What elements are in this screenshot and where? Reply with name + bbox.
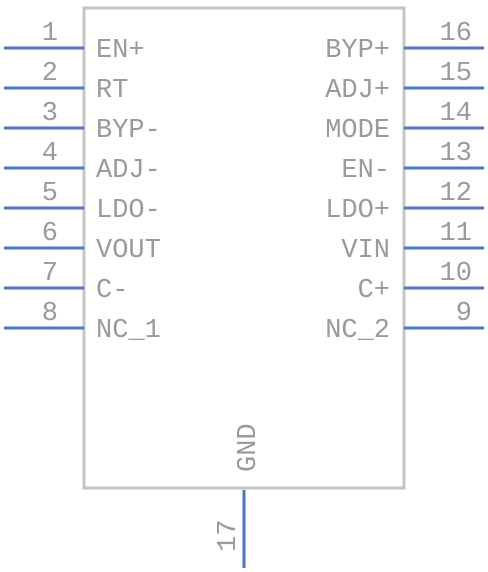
pin-number-10: 10 <box>440 259 472 289</box>
pin-number-3: 3 <box>42 99 58 129</box>
pin-name-10: C+ <box>358 276 390 306</box>
pin-number-12: 12 <box>440 179 472 209</box>
pin-number-4: 4 <box>42 139 58 169</box>
pin-number-13: 13 <box>440 139 472 169</box>
pin-number-15: 15 <box>440 59 472 89</box>
pin-name-5: LDO- <box>96 196 161 226</box>
pin-name-9: NC_2 <box>325 316 390 346</box>
pin-name-12: LDO+ <box>325 196 390 226</box>
pin-name-3: BYP- <box>96 116 161 146</box>
pin-name-7: C- <box>96 276 128 306</box>
pin-name-4: ADJ- <box>96 156 161 186</box>
bottom-pin-group: GND 17 <box>214 423 264 568</box>
pin-number-14: 14 <box>440 99 472 129</box>
pin-name-8: NC_1 <box>96 316 161 346</box>
pin-name-13: EN- <box>341 156 390 186</box>
pin-name-14: MODE <box>325 116 390 146</box>
pin-number-6: 6 <box>42 219 58 249</box>
pin-name-11: VIN <box>341 236 390 266</box>
pin-number-9: 9 <box>456 299 472 329</box>
pin-name-6: VOUT <box>96 236 161 266</box>
pin-number-17: 17 <box>214 520 244 552</box>
pin-number-2: 2 <box>42 59 58 89</box>
pin-number-5: 5 <box>42 179 58 209</box>
pin-number-11: 11 <box>440 219 472 249</box>
pin-name-gnd: GND <box>234 423 264 472</box>
pin-name-1: EN+ <box>96 36 145 66</box>
pin-number-16: 16 <box>440 19 472 49</box>
pin-name-15: ADJ+ <box>325 76 390 106</box>
pin-number-7: 7 <box>42 259 58 289</box>
pin-name-16: BYP+ <box>325 36 390 66</box>
pin-name-2: RT <box>96 76 128 106</box>
pin-number-1: 1 <box>42 19 58 49</box>
pin-number-8: 8 <box>42 299 58 329</box>
